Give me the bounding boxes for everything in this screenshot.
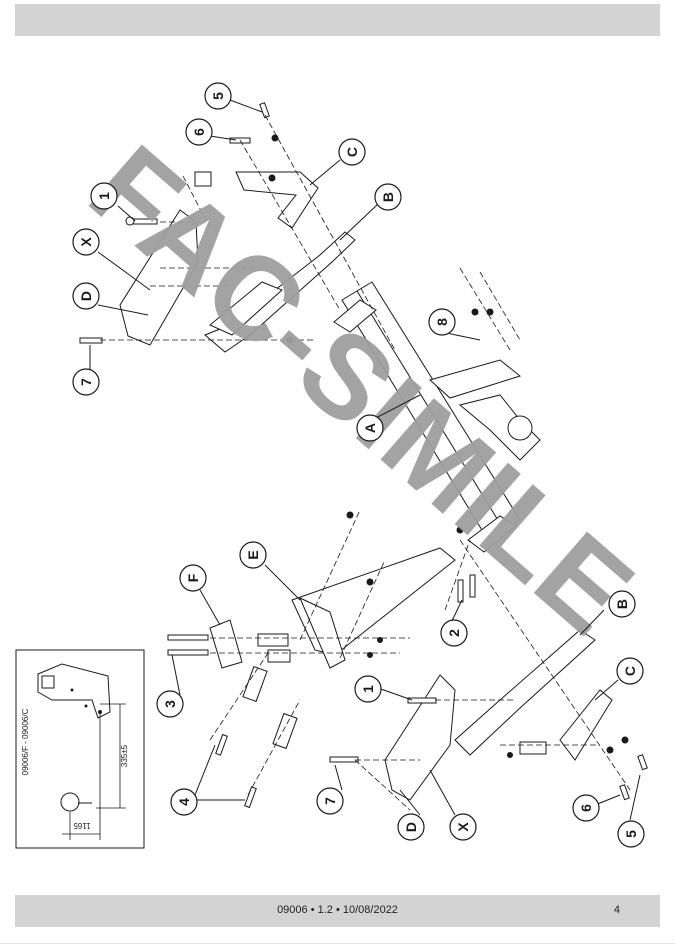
callout-6-right-label: 6 bbox=[578, 804, 594, 812]
callout-4 bbox=[170, 788, 198, 816]
callout-8 bbox=[428, 308, 456, 336]
callout-x-right bbox=[449, 813, 477, 841]
header-bar bbox=[15, 4, 660, 36]
plate-x-right bbox=[384, 674, 456, 801]
callout-a-label: A bbox=[362, 423, 378, 433]
callout-7-left bbox=[72, 368, 100, 396]
callout-4-label: 4 bbox=[176, 798, 192, 806]
callout-6-top-label: 6 bbox=[191, 128, 207, 136]
callout-c-top bbox=[338, 138, 366, 166]
callout-2-label: 2 bbox=[446, 629, 462, 637]
callout-d-right-label: D bbox=[403, 822, 419, 832]
callout-1-top bbox=[90, 182, 118, 210]
callout-6-right bbox=[572, 794, 600, 822]
socket-plate bbox=[428, 359, 522, 399]
callout-5-top bbox=[204, 82, 232, 110]
callout-b-top bbox=[374, 183, 402, 211]
inset-dim-height: 335±5 bbox=[120, 744, 129, 767]
callout-x-left-label: X bbox=[78, 237, 94, 247]
crossbar-end-right bbox=[467, 515, 517, 553]
callout-f bbox=[179, 564, 207, 592]
callout-c-right-label: C bbox=[622, 666, 638, 676]
callout-7-right-label: 7 bbox=[322, 797, 338, 805]
inset-dim-width: 1165 bbox=[73, 821, 91, 830]
callout-x-left bbox=[72, 228, 100, 256]
callout-6-top bbox=[185, 118, 213, 146]
crossbar-end-left bbox=[333, 299, 377, 333]
callout-5-top-label: 5 bbox=[210, 92, 226, 100]
callout-b-right-label: B bbox=[614, 599, 630, 609]
callout-7-right bbox=[316, 787, 344, 815]
callout-c-right bbox=[616, 657, 644, 685]
callout-2 bbox=[440, 619, 468, 647]
callout-5-right bbox=[617, 820, 645, 848]
callout-d-left-label: D bbox=[78, 291, 94, 301]
bottom-divider bbox=[0, 943, 675, 944]
callout-c-top-label: C bbox=[344, 147, 360, 157]
callout-8-label: 8 bbox=[434, 318, 450, 326]
callout-a bbox=[356, 414, 384, 442]
callout-d-right bbox=[397, 813, 425, 841]
callout-5-right-label: 5 bbox=[623, 830, 639, 838]
callout-3-label: 3 bbox=[162, 700, 178, 708]
callout-d-left bbox=[72, 282, 100, 310]
bracket-c-right bbox=[559, 689, 613, 761]
footer-doc-info: 09006 • 1.2 • 10/08/2022 bbox=[277, 904, 398, 916]
footer-bar: 09006 • 1.2 • 10/08/2022 4 bbox=[15, 895, 660, 927]
callout-7-left-label: 7 bbox=[78, 378, 94, 386]
callout-x-right-label: X bbox=[455, 822, 471, 832]
callout-1-top-label: 1 bbox=[96, 192, 112, 200]
callout-1-right bbox=[354, 675, 382, 703]
bracket-e bbox=[291, 547, 456, 656]
callout-3 bbox=[156, 690, 184, 718]
callout-f-label: F bbox=[185, 573, 201, 582]
bracket-c-left bbox=[235, 171, 319, 229]
page-number: 4 bbox=[613, 904, 620, 916]
plate-f bbox=[209, 619, 243, 669]
inset-model-code: 09006/F - 09006/C bbox=[21, 708, 30, 775]
plate-x-left bbox=[119, 209, 199, 346]
inset-dimension-box: 09006/F - 09006/C 335±5 1165 bbox=[15, 649, 145, 849]
callout-b-top-label: B bbox=[380, 192, 396, 202]
callout-b-right bbox=[608, 590, 636, 618]
callout-1-right-label: 1 bbox=[360, 685, 376, 693]
callout-e bbox=[239, 541, 267, 569]
callout-e-label: E bbox=[245, 550, 261, 559]
